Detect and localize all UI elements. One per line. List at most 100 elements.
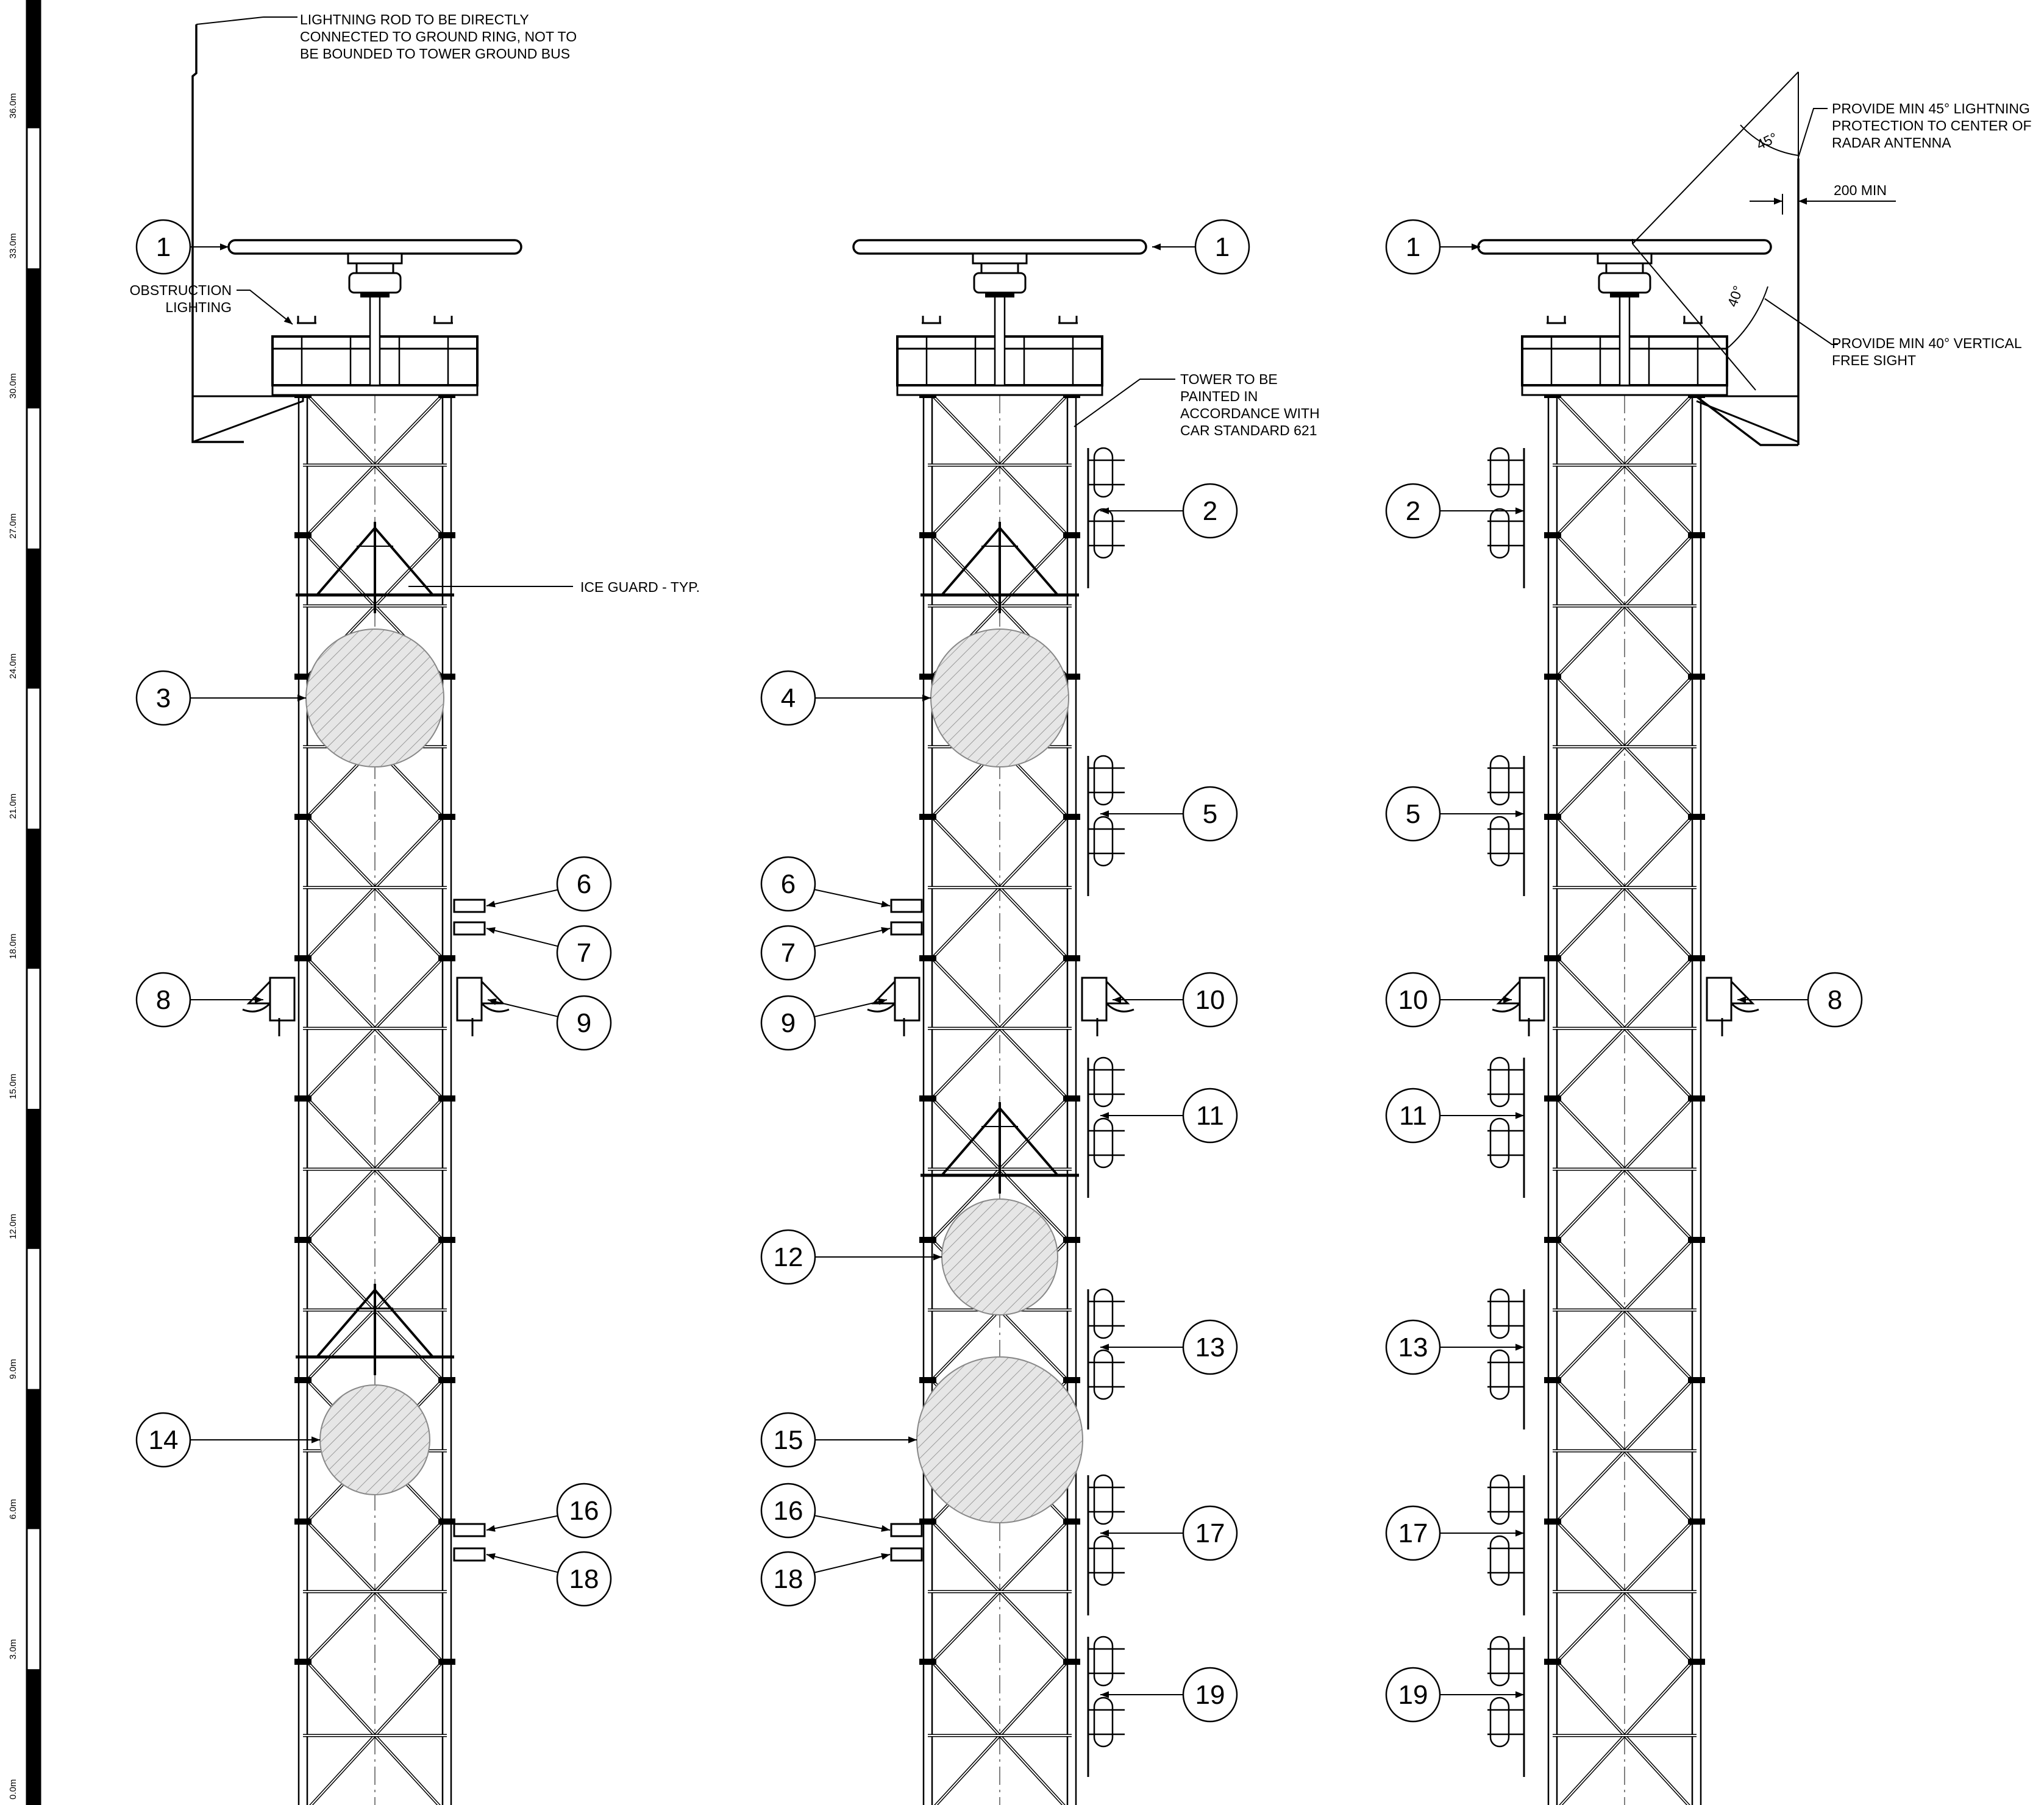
- obstruction-light: [297, 316, 316, 324]
- tower-joint: [294, 955, 312, 961]
- side-mount-bracket: [1492, 977, 1545, 1036]
- callout-bubble: [760, 1551, 816, 1607]
- tower-joint: [438, 1237, 455, 1243]
- tower-joint: [919, 1518, 936, 1525]
- callout-9: 9: [487, 995, 612, 1051]
- scale-bar-segment: [27, 1109, 40, 1249]
- tower-joint: [1688, 1095, 1705, 1102]
- callout-number: 17: [1398, 1518, 1428, 1548]
- vertical-sight-note: PROVIDE MIN 40° VERTICAL FREE SIGHT: [1764, 298, 2022, 368]
- tower-joint: [438, 1377, 455, 1383]
- dipole-element: [1093, 447, 1114, 498]
- scale-tick-label: 15.0m: [8, 1073, 18, 1099]
- tower-joint: [1063, 1518, 1080, 1525]
- tower-joint: [438, 532, 455, 538]
- callout-number: 19: [1398, 1680, 1428, 1710]
- callout-number: 9: [781, 1008, 796, 1038]
- callout-leader: [486, 1553, 558, 1573]
- bracket-plate: [1706, 977, 1732, 1022]
- min-200-label: 200 MIN: [1834, 182, 1887, 198]
- lightning-protection-note-line: PROVIDE MIN 45° LIGHTNING: [1832, 101, 2030, 116]
- vertical-sight-note-line: PROVIDE MIN 40° VERTICAL: [1832, 335, 2022, 351]
- callout-15: 15: [760, 1412, 917, 1468]
- callout-number: 13: [1195, 1333, 1225, 1362]
- callout-bubble: [556, 1483, 612, 1539]
- callout-leader: [486, 927, 558, 947]
- tower-joint: [294, 532, 312, 538]
- lightning-rod-note-line: BE BOUNDED TO TOWER GROUND BUS: [300, 46, 570, 62]
- side-mount-bracket: [1706, 977, 1759, 1036]
- tower-joint: [919, 1659, 936, 1665]
- antenna-mast: [994, 295, 1006, 386]
- callout-leader: [486, 889, 558, 908]
- tower-paint-note-line: CAR STANDARD 621: [1180, 422, 1317, 438]
- antenna-pedestal-top: [1605, 262, 1644, 274]
- callout-number: 2: [1203, 496, 1217, 526]
- min-200-dimension: 200 MIN: [1750, 182, 1896, 215]
- microwave-dish: [319, 1384, 430, 1495]
- tower-joint: [294, 1659, 312, 1665]
- callout-2: 2: [1100, 483, 1238, 539]
- tower-joint: [1544, 1377, 1561, 1383]
- callout-11: 11: [1385, 1088, 1524, 1144]
- callout-number: 17: [1195, 1518, 1225, 1548]
- dipole-antenna: [1087, 1288, 1125, 1429]
- tower-joint: [1544, 674, 1561, 680]
- dipole-antenna: [1087, 447, 1125, 588]
- antenna-rotor: [347, 252, 403, 265]
- callout-16: 16: [760, 1483, 891, 1539]
- bracket-plate: [456, 977, 483, 1022]
- scale-bar-segment: [27, 268, 40, 408]
- tower-joint: [919, 1237, 936, 1243]
- callout-5: 5: [1100, 786, 1238, 842]
- tower-joint: [438, 1518, 455, 1525]
- dipole-element: [1093, 1636, 1114, 1687]
- tower-joint: [1688, 1518, 1705, 1525]
- tower-joint: [1063, 814, 1080, 820]
- bracket-hook: [480, 1002, 510, 1013]
- scale-bar-segment: [27, 1669, 40, 1805]
- ice-guard: [921, 522, 1079, 613]
- callout-bubble: [760, 995, 816, 1051]
- tower-joint: [294, 1237, 312, 1243]
- callout-number: 4: [781, 683, 796, 713]
- callout-number: 12: [774, 1242, 803, 1272]
- callout-number: 7: [577, 938, 591, 968]
- tower-paint-note-line: TOWER TO BE: [1180, 371, 1278, 387]
- callout-number: 10: [1195, 985, 1225, 1015]
- tower-joint: [1544, 1659, 1561, 1665]
- tower-joint: [1063, 1095, 1080, 1102]
- callout-leader: [814, 927, 891, 947]
- dipole-antenna: [1087, 1636, 1125, 1777]
- tower-joint: [1688, 814, 1705, 820]
- dipole-element: [1489, 447, 1510, 498]
- tower-joint: [438, 1095, 455, 1102]
- callout-number: 13: [1398, 1333, 1428, 1362]
- scale-tick-label: 36.0m: [8, 93, 18, 119]
- tower-paint-note: TOWER TO BE PAINTED IN ACCORDANCE WITH C…: [1074, 371, 1320, 438]
- microwave-dish: [941, 1198, 1058, 1315]
- tower-joint: [1544, 1518, 1561, 1525]
- scale-tick-label: 30.0m: [8, 373, 18, 399]
- microwave-dish: [930, 628, 1069, 767]
- tower-joint: [294, 1095, 312, 1102]
- obstruction-lighting-label: OBSTRUCTION: [130, 282, 232, 298]
- callout-16: 16: [486, 1483, 612, 1539]
- bracket-hook: [1492, 1002, 1521, 1013]
- dipole-antenna: [1087, 755, 1125, 896]
- dish-antenna-box: [453, 1547, 486, 1562]
- ice-guard: [921, 1102, 1079, 1194]
- bracket-hook: [1730, 1002, 1759, 1013]
- callout-leader: [814, 1515, 891, 1532]
- callout-number: 15: [774, 1425, 803, 1455]
- callout-14: 14: [135, 1412, 320, 1468]
- obstruction-light: [1058, 316, 1078, 324]
- obstruction-light: [1547, 316, 1566, 324]
- antenna-pedestal: [973, 272, 1027, 294]
- obstruction-light: [433, 316, 453, 324]
- dipole-element: [1489, 816, 1510, 867]
- tower-paint-note-line: ACCORDANCE WITH: [1180, 405, 1320, 421]
- tower-joint: [294, 814, 312, 820]
- scale-tick-label: 9.0m: [8, 1359, 18, 1379]
